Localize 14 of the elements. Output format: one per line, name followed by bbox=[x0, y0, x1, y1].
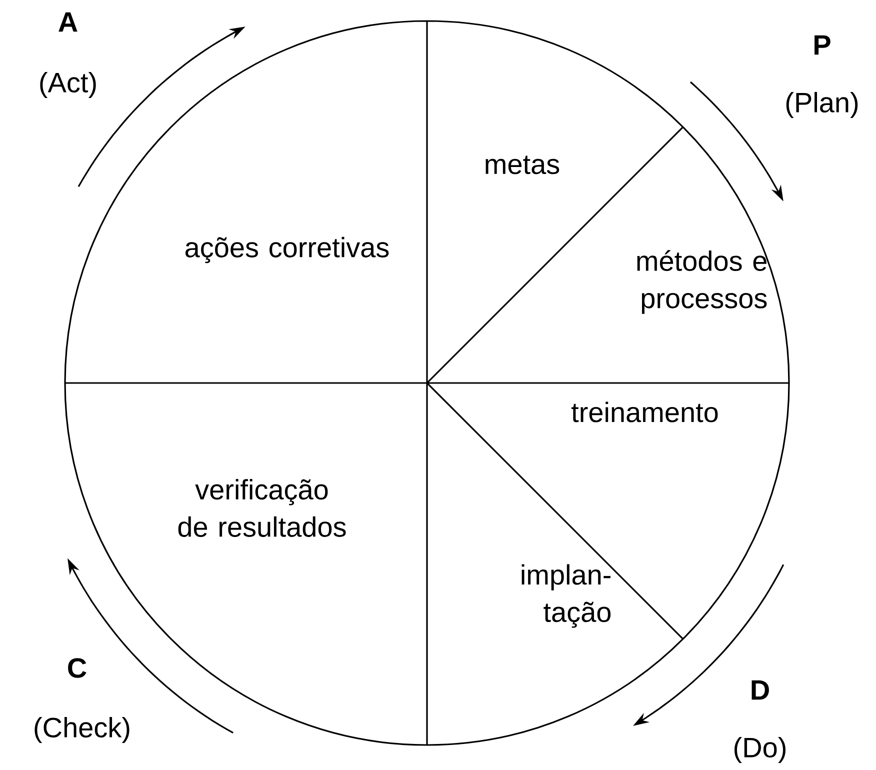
phase-letter: C bbox=[68, 658, 86, 678]
phase-letter: D bbox=[752, 680, 769, 700]
phase-letter: A bbox=[58, 12, 78, 32]
phase-name: (Do) bbox=[734, 736, 786, 764]
phase-name: (Plan) bbox=[786, 92, 858, 118]
sector-label: metas bbox=[486, 156, 560, 174]
phase-name: (Check) bbox=[34, 716, 130, 744]
phase-name: (Act) bbox=[40, 72, 96, 98]
sector-label: implan- tação bbox=[522, 564, 611, 628]
sector-label: verificação de resultados bbox=[178, 479, 346, 537]
phase-letter: P bbox=[814, 35, 830, 55]
sector-label: métodos e processos bbox=[637, 250, 767, 314]
sector-label: treinamento bbox=[572, 402, 718, 422]
sector-label: ações corretivas bbox=[186, 236, 389, 264]
